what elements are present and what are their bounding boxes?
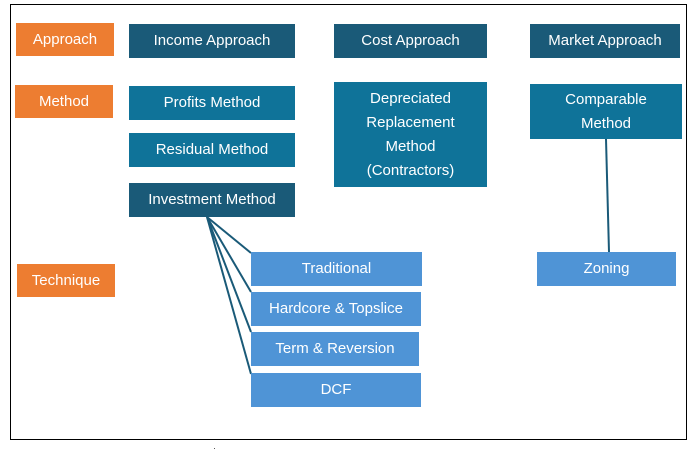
diagram-frame <box>10 4 687 440</box>
zoning-technique-box: Zoning <box>537 252 676 286</box>
depreciated-replacement-method-box: Depreciated Replacement Method (Contract… <box>334 82 487 187</box>
income-approach-box: Income Approach <box>129 24 295 58</box>
cost-approach-box: Cost Approach <box>334 24 487 58</box>
profits-method-box: Profits Method <box>129 86 295 120</box>
row-label-approach: Approach <box>16 23 114 56</box>
market-approach-box: Market Approach <box>530 24 680 58</box>
link-investment-traditional <box>206 216 252 254</box>
comparable-method-box: Comparable Method <box>530 84 682 139</box>
link-investment-dcf <box>206 216 252 375</box>
residual-method-box: Residual Method <box>129 133 295 167</box>
link-comparable-zoning <box>605 138 610 253</box>
stray-dot <box>214 448 215 449</box>
row-label-method: Method <box>15 85 113 118</box>
link-investment-hardcore <box>206 216 252 293</box>
traditional-technique-box: Traditional <box>251 252 422 286</box>
link-investment-term <box>206 216 252 333</box>
investment-method-box: Investment Method <box>129 183 295 217</box>
row-label-technique: Technique <box>17 264 115 297</box>
hardcore-topslice-technique-box: Hardcore & Topslice <box>251 292 421 326</box>
dcf-technique-box: DCF <box>251 373 421 407</box>
term-reversion-technique-box: Term & Reversion <box>251 332 419 366</box>
